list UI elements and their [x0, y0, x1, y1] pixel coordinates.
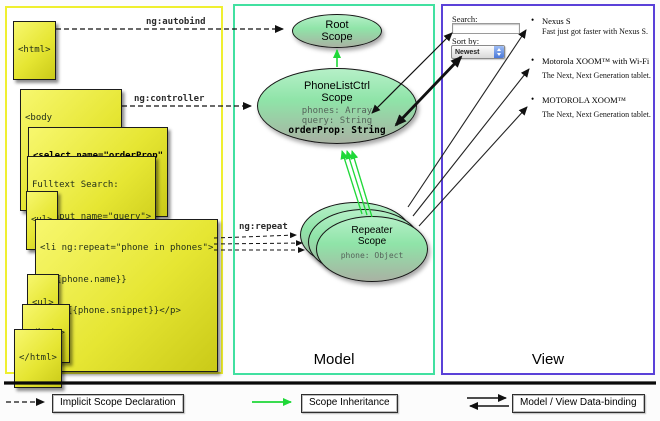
sort-dropdown[interactable]: Newest: [451, 45, 505, 59]
root-scope-ellipse: Root Scope: [292, 14, 382, 48]
sort-dropdown-value: Newest: [455, 48, 480, 56]
phone-item-title: Nexus S: [542, 16, 571, 26]
model-column-label: Model: [313, 351, 355, 368]
bullet-icon: •: [531, 15, 535, 25]
code-line: <body: [25, 113, 53, 123]
code-line: </html>: [19, 353, 57, 363]
phone-item-desc: Fast just got faster with Nexus S.: [542, 27, 648, 36]
code-box-html-open: <html>: [13, 21, 56, 80]
stepper-down-arrow-icon: [497, 53, 501, 56]
phonelist-scope-title: PhoneListCtrl: [303, 80, 371, 92]
prop-query: query: String: [301, 115, 373, 126]
prop-phones: phones: Array: [301, 106, 373, 116]
ng-repeat-label: ng:repeat: [239, 222, 288, 232]
phonelist-scope-subtitle: Scope: [321, 92, 353, 104]
code-line: Fulltext Search:: [32, 180, 119, 190]
legend-implicit-scope-declaration: Implicit Scope Declaration: [52, 394, 184, 413]
legend-model-view-data-binding: Model / View Data-binding: [512, 394, 645, 413]
ng-controller-label: ng:controller: [134, 94, 205, 104]
code-line: {{phone.name}}: [40, 274, 127, 285]
ng-autobind-label: ng:autobind: [146, 17, 206, 27]
legend-scope-inheritance: Scope Inheritance: [301, 394, 398, 413]
code-box-html-close: </html>: [14, 329, 62, 388]
repeater-scope-subtitle: Scope: [357, 236, 387, 247]
phone-item-title: MOTOROLA XOOM™: [542, 95, 626, 105]
bullet-icon: •: [531, 94, 535, 104]
model-column: Model: [233, 4, 435, 375]
code-line: <ul>: [32, 298, 54, 308]
stepper-up-arrow-icon: [497, 48, 501, 51]
phone-item-desc: The Next, Next Generation tablet.: [542, 110, 651, 119]
bullet-icon: •: [531, 55, 535, 65]
prop-phone: phone: Object: [340, 251, 404, 260]
search-label: Search:: [452, 14, 478, 24]
code-line: <p>{{phone.snippet}}</p>: [40, 306, 181, 316]
repeater-scope-ellipse-front: Repeater Scope phone: Object: [316, 216, 428, 282]
phonelistctrl-scope-ellipse: PhoneListCtrl Scope phones: Array query:…: [257, 68, 417, 144]
code-line: <li ng:repeat="phone in phones">: [40, 243, 214, 253]
code-line: <input name="query">: [32, 211, 152, 222]
prop-orderprop: orderProp: String: [288, 125, 386, 136]
phone-item-title: Motorola XOOM™ with Wi-Fi: [542, 56, 650, 66]
root-scope-subtitle: Scope: [321, 31, 353, 43]
phone-item-desc: The Next, Next Generation tablet.: [542, 71, 651, 80]
search-input[interactable]: [452, 23, 520, 34]
root-scope-title: Root: [325, 19, 349, 31]
dropdown-stepper-icon: [494, 46, 504, 58]
view-column-label: View: [531, 351, 565, 368]
code-line: <html>: [18, 45, 51, 55]
repeater-scope-title: Repeater: [351, 225, 393, 236]
